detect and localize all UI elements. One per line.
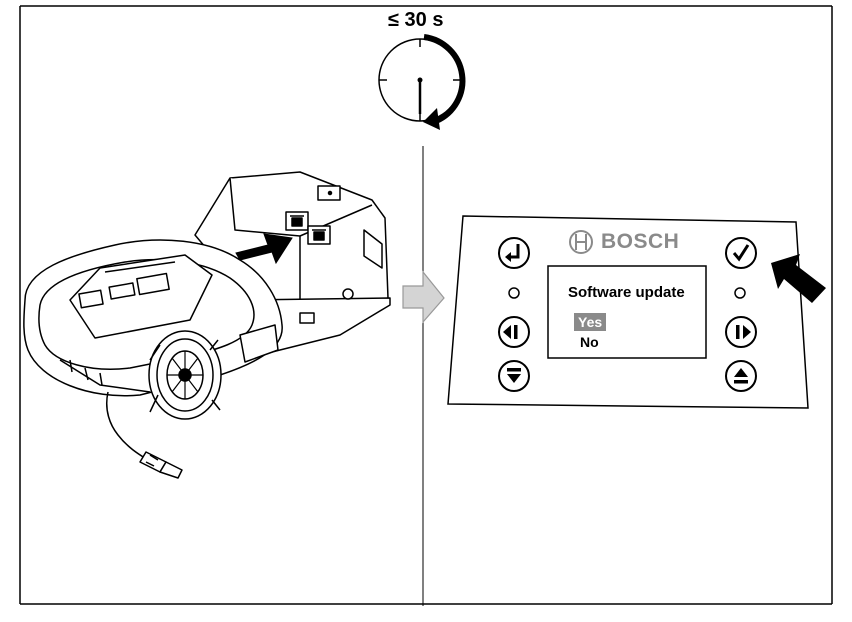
control-panel bbox=[447, 215, 809, 409]
clock-with-arrow-icon bbox=[378, 34, 466, 130]
frame-border bbox=[19, 5, 833, 605]
next-step-arrow-icon bbox=[402, 270, 445, 324]
timer-label: ≤ 30 s bbox=[388, 9, 444, 31]
brand-name: BOSCH bbox=[601, 230, 680, 253]
up-button[interactable] bbox=[725, 360, 757, 392]
pointer-arrow-icon bbox=[771, 254, 826, 303]
up-eject-icon bbox=[734, 368, 748, 377]
option-yes-selected[interactable]: Yes bbox=[574, 313, 607, 331]
robotic-mower-illustration bbox=[23, 239, 283, 420]
down-icon bbox=[507, 374, 521, 383]
screen-title: Software update bbox=[568, 284, 685, 301]
panel-display bbox=[547, 265, 707, 359]
bosch-logo-icon bbox=[569, 230, 593, 254]
option-no[interactable]: No bbox=[580, 334, 599, 350]
previous-icon bbox=[503, 325, 511, 339]
down-button[interactable] bbox=[498, 360, 530, 392]
previous-button[interactable] bbox=[498, 316, 530, 348]
usb-plug-icon bbox=[106, 391, 183, 479]
next-button[interactable] bbox=[725, 316, 757, 348]
checkmark-icon bbox=[732, 244, 750, 262]
confirm-button[interactable] bbox=[725, 237, 757, 269]
status-led-left bbox=[508, 287, 520, 299]
press-arrow-icon bbox=[235, 233, 293, 265]
back-enter-icon bbox=[509, 244, 520, 259]
back-button[interactable] bbox=[498, 237, 530, 269]
status-led-right bbox=[734, 287, 746, 299]
next-icon bbox=[743, 325, 751, 339]
